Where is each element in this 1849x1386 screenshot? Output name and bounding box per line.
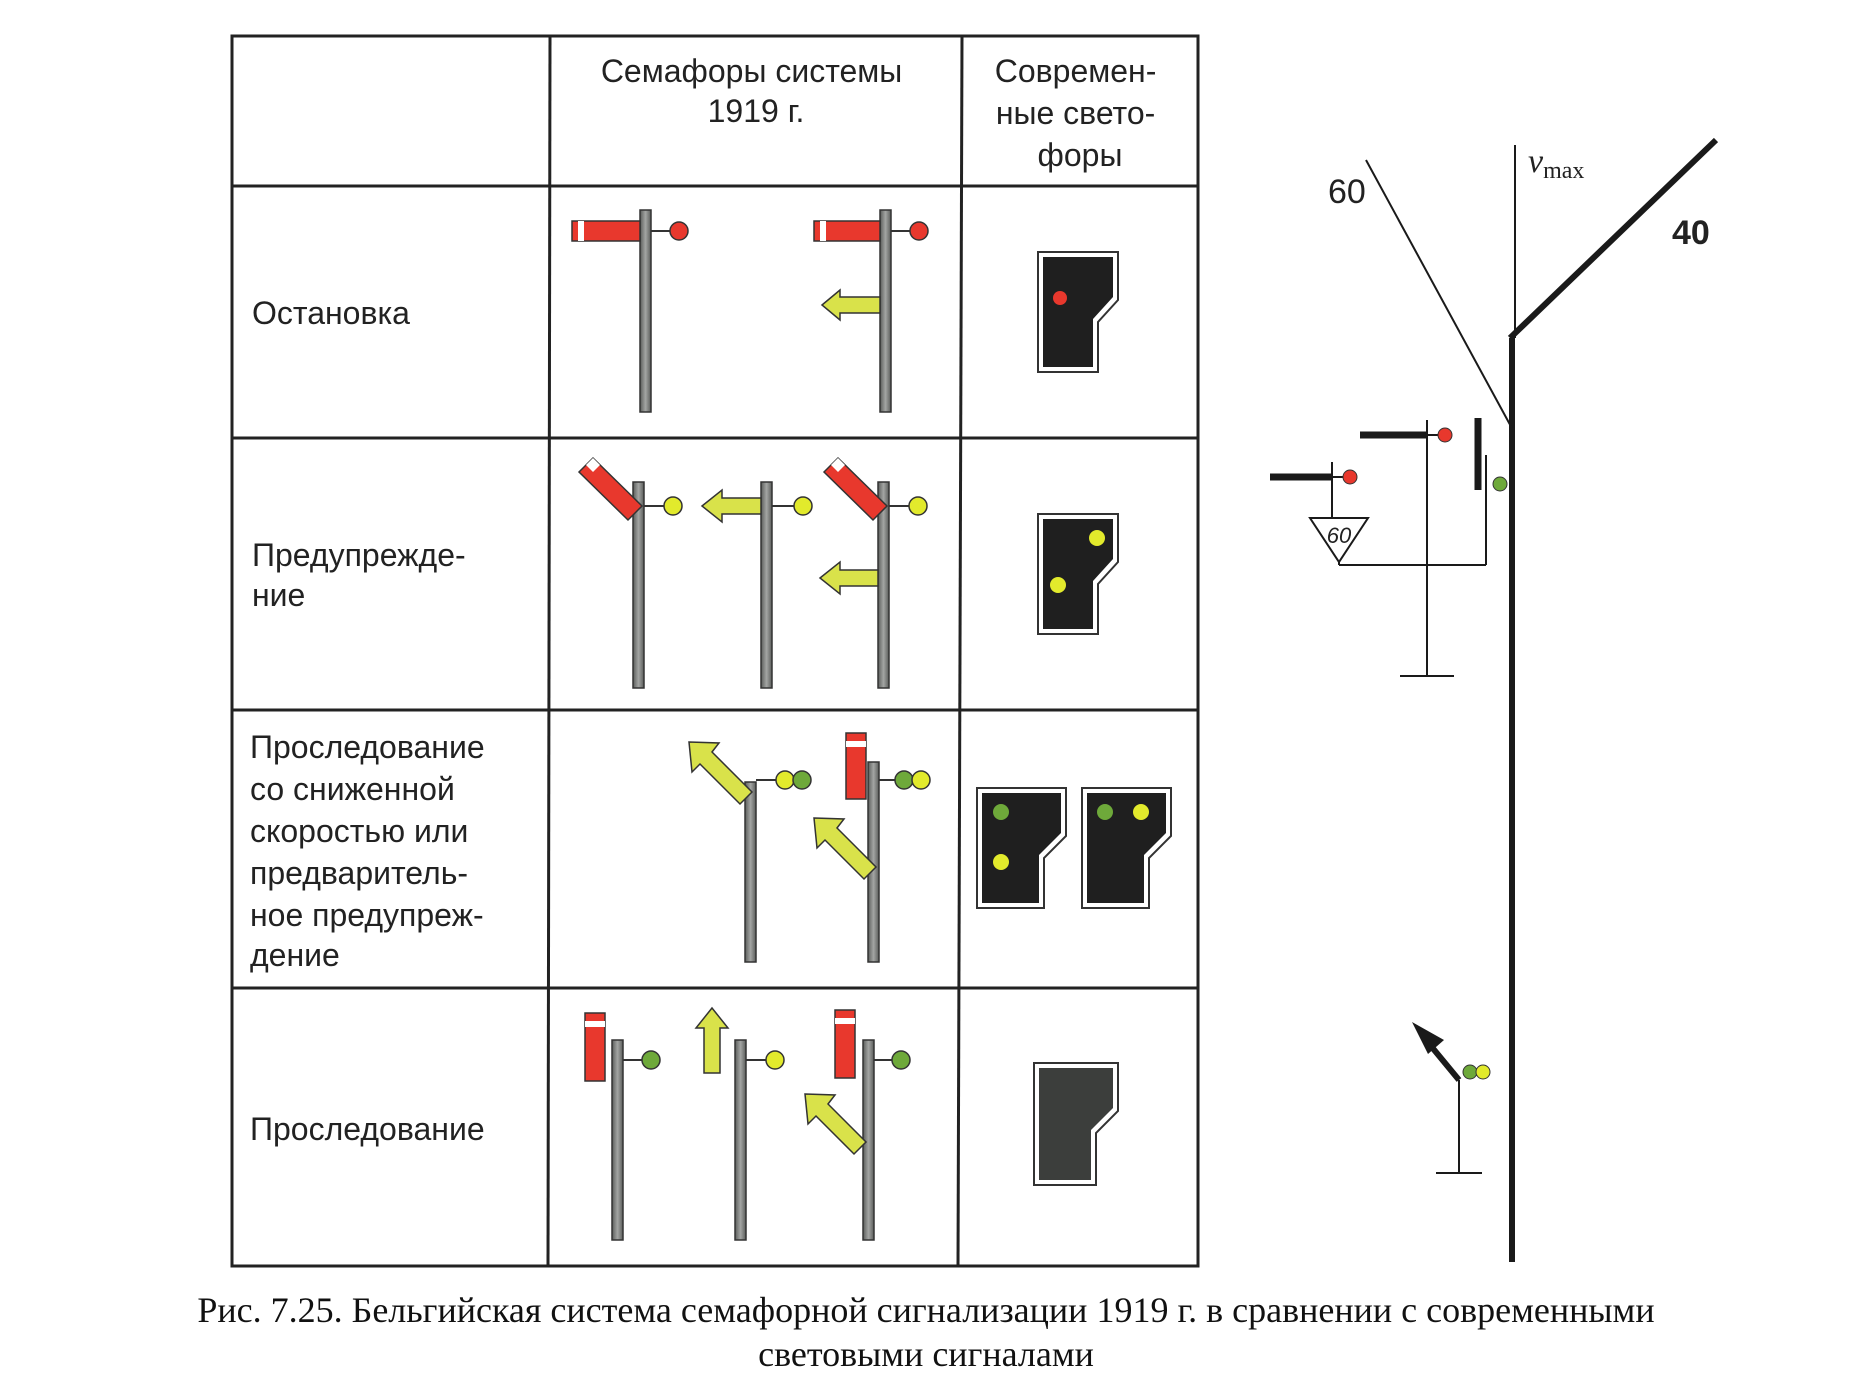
yellow-arrow-arm — [818, 560, 879, 596]
red-lamp — [1437, 427, 1453, 443]
speed-label-40: 40 — [1672, 214, 1710, 252]
red-arm-inclined — [822, 456, 889, 522]
red-arm-vertical — [584, 1012, 606, 1082]
semaphore-stop-1 — [571, 209, 689, 413]
yellow-arrow-arm-inclined — [804, 1093, 868, 1156]
yellow-light — [1133, 804, 1149, 820]
header-lights: Современ- ные свето- форы — [995, 53, 1166, 173]
row-label-proceed: Проследование — [250, 1111, 485, 1147]
semaphore-proceed-3 — [804, 1009, 911, 1241]
red-arm-vertical — [834, 1009, 856, 1079]
light-signal-proceed — [1033, 1062, 1119, 1186]
speed-board — [1308, 517, 1370, 564]
semaphore-mast — [632, 481, 645, 689]
lower-semaphore — [1412, 1022, 1491, 1174]
red-arm-vertical — [845, 732, 867, 800]
green-light — [993, 804, 1009, 820]
green-lamp — [1492, 476, 1508, 492]
yellow-arrow-arm — [700, 488, 762, 524]
signal-table — [230, 34, 1200, 1268]
home-semaphore — [1360, 420, 1454, 677]
yellow-lamp — [663, 496, 683, 516]
arm-stripe — [831, 458, 845, 472]
arm-stripe — [846, 741, 866, 747]
semaphore-warning-3 — [818, 456, 928, 689]
green-lamp — [891, 1050, 911, 1070]
semaphore-mast — [639, 209, 652, 413]
signal-panel — [1043, 519, 1113, 629]
red-lamp — [669, 221, 689, 241]
semaphore-mast — [879, 209, 892, 413]
signal-panel — [1043, 257, 1113, 367]
column-divider — [956, 35, 964, 1267]
yellow-lamp — [908, 496, 928, 516]
yellow-light — [1089, 530, 1105, 546]
semaphore-warning-1 — [577, 456, 683, 689]
arrow-head — [1412, 1022, 1444, 1054]
header-semaphores: Семафоры системы 1919 г. — [601, 53, 911, 129]
row-label-reduced-speed: Проследование со сниженной скоростью или… — [250, 729, 494, 973]
yellow-lamp — [765, 1050, 785, 1070]
semaphore-mast — [760, 481, 773, 689]
semaphore-mast — [611, 1039, 624, 1241]
red-light — [1053, 291, 1067, 305]
light-signal-reduced-1 — [976, 787, 1067, 909]
green-lamp — [641, 1050, 661, 1070]
yellow-arrow-arm-inclined — [688, 741, 754, 806]
red-lamp — [909, 221, 929, 241]
signal-panel — [1087, 793, 1166, 903]
semaphore-warning-2 — [700, 481, 813, 689]
semaphore-stop-2 — [813, 209, 929, 413]
yellow-lamp — [775, 770, 795, 790]
speed-label-60: 60 — [1328, 173, 1366, 211]
row-label-warning: Предупрежде- ние — [252, 537, 475, 613]
table-border — [230, 34, 1200, 1268]
red-arm — [813, 220, 881, 242]
yellow-light — [993, 854, 1009, 870]
branch-40 — [1507, 137, 1719, 341]
arm-stripe — [585, 1021, 605, 1027]
yellow-lamp — [793, 496, 813, 516]
semaphore-mast — [734, 1039, 747, 1241]
yellow-arrow-arm-vertical — [694, 1006, 730, 1074]
semaphore-reduced-2 — [813, 732, 931, 963]
green-light — [1097, 804, 1113, 820]
branch-60 — [1365, 159, 1515, 433]
arm-stripe — [586, 458, 600, 472]
red-arm — [571, 220, 641, 242]
light-signal-stop — [1037, 251, 1119, 373]
distant-semaphore: 60 — [1270, 462, 1370, 564]
signal-panel — [982, 793, 1061, 903]
green-lamp — [894, 770, 914, 790]
vmax-label: vmax — [1528, 143, 1584, 184]
light-signal-reduced-2 — [1081, 787, 1172, 909]
semaphore-reduced-1 — [688, 741, 812, 963]
column-divider — [546, 35, 552, 1267]
red-lamp — [1342, 469, 1358, 485]
arm-stripe — [835, 1018, 855, 1024]
semaphore-mast — [744, 781, 757, 963]
yellow-lamp — [1475, 1064, 1491, 1080]
yellow-light — [1050, 577, 1066, 593]
arm-stripe — [820, 221, 826, 241]
red-arm-inclined — [577, 456, 644, 522]
junction-semaphore — [1338, 418, 1508, 566]
light-signal-warning — [1037, 513, 1119, 635]
speed-board-value: 60 — [1327, 523, 1352, 548]
figure-caption-line-1: Рис. 7.25. Бельгийская система семафорно… — [197, 1290, 1654, 1330]
arm-stripe — [578, 221, 584, 241]
yellow-arrow-arm-inclined — [813, 817, 878, 881]
yellow-arrow-arm — [820, 288, 881, 322]
figure-caption-line-2: световыми сигналами — [758, 1334, 1094, 1374]
yellow-lamp — [911, 770, 931, 790]
green-lamp — [1462, 1064, 1478, 1080]
semaphore-proceed-1 — [584, 1012, 661, 1241]
semaphore-proceed-2 — [694, 1006, 785, 1241]
row-label-stop: Остановка — [252, 295, 410, 331]
green-lamp — [792, 770, 812, 790]
signal-panel-dark — [1039, 1068, 1113, 1180]
track-speed-diagram: 60 40 vmax 60 — [1270, 137, 1719, 1262]
